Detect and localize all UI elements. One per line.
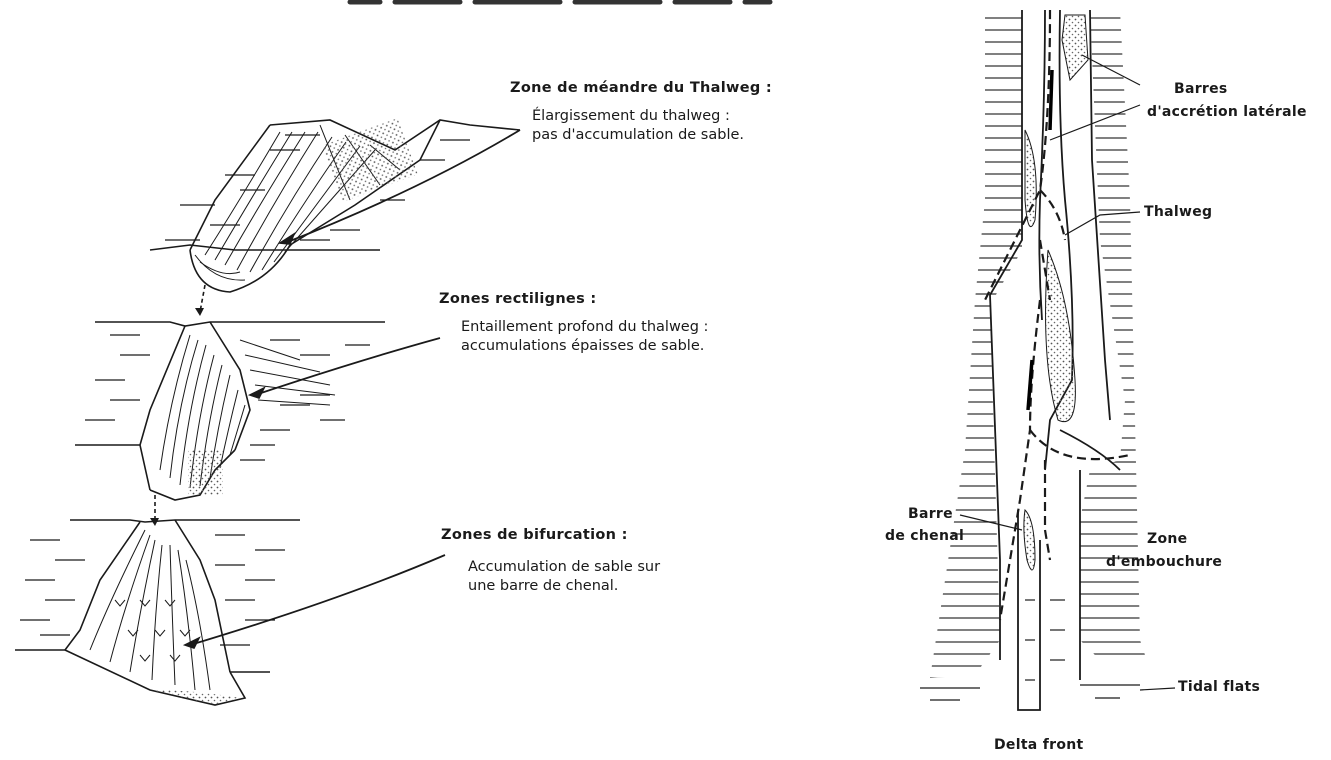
block-meander (150, 118, 520, 316)
zone-meandre-title: Zone de méandre du Thalweg : (510, 79, 772, 97)
zone-rectilignes-desc-1: Entaillement profond du thalweg : (461, 318, 708, 336)
label-barres-2: d'accrétion latérale (1147, 103, 1307, 121)
zone-bifurcation-desc-1: Accumulation de sable sur (468, 558, 660, 576)
label-barre-chenal-2: de chenal (885, 527, 964, 545)
block-bifurcation (15, 520, 445, 705)
estuary-plan-view (920, 10, 1175, 710)
zone-rectilignes-desc-2: accumulations épaisses de sable. (461, 337, 704, 355)
label-thalweg: Thalweg (1144, 203, 1212, 221)
label-delta-front: Delta front (994, 736, 1084, 754)
label-barres-1: Barres (1174, 80, 1228, 98)
zone-rectilignes-title: Zones rectilignes : (439, 290, 596, 308)
block-rectilignes (75, 322, 440, 526)
label-zone-1: Zone (1147, 530, 1187, 548)
zone-bifurcation-title: Zones de bifurcation : (441, 526, 628, 544)
zone-meandre-desc-1: Élargissement du thalweg : (532, 107, 730, 125)
label-barre-chenal-1: Barre (908, 505, 953, 523)
label-tidal-flats: Tidal flats (1178, 678, 1260, 696)
zone-bifurcation-desc-2: une barre de chenal. (468, 577, 618, 595)
label-zone-2: d'embouchure (1106, 553, 1222, 571)
zone-meandre-desc-2: pas d'accumulation de sable. (532, 126, 744, 144)
